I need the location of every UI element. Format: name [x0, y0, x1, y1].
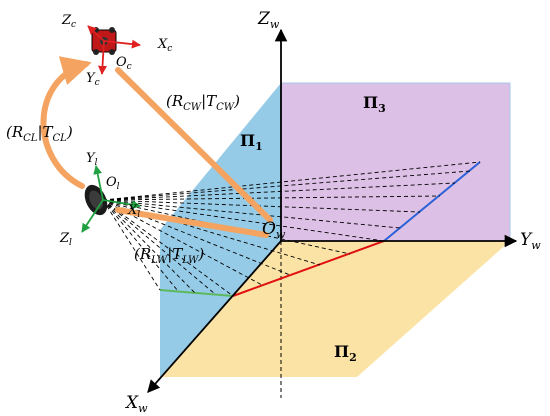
red-intersection-line [232, 240, 385, 297]
zl-axis-arrow [81, 199, 104, 233]
xc-axis-arrow [103, 39, 141, 49]
plane-pi1-label: Π1 [240, 131, 263, 153]
ow-label: Ow [262, 219, 286, 241]
xl-axis-arrow [102, 199, 141, 210]
xc-label: Xc [157, 37, 172, 54]
green-intersection-line [159, 289, 234, 297]
cw-transform-label: (RCW|TCW) [166, 92, 240, 113]
zl-label: Zl [59, 231, 72, 248]
ol-label: Ol [106, 175, 120, 192]
xw-label: Xw [124, 393, 148, 415]
yw-label: Yw [520, 230, 541, 252]
xw-axis [147, 240, 282, 393]
oc-label: Oc [116, 55, 132, 72]
lw-transform-arrow [115, 207, 269, 238]
zw-label: Zw [257, 9, 280, 31]
yc-axis-arrow [97, 40, 107, 75]
lw-transform-label: (RLW|TLW) [134, 245, 204, 266]
cl-transform-label: (RCL|TCL) [6, 123, 73, 144]
cl-transform-arrow [40, 56, 92, 189]
xl-label: Xl [127, 203, 140, 220]
cw-transform-arrow [115, 67, 273, 223]
plane-pi2 [160, 241, 510, 377]
zc-axis-arrow [87, 25, 105, 42]
blue-intersection-line [383, 161, 481, 242]
zc-label: Zc [61, 13, 76, 30]
yc-label: Yc [86, 71, 100, 88]
plane-pi3-label: Π3 [363, 93, 386, 115]
yl-axis-arrow [93, 165, 104, 201]
yl-label: Yl [86, 151, 98, 168]
plane-pi2-label: Π2 [334, 342, 357, 364]
